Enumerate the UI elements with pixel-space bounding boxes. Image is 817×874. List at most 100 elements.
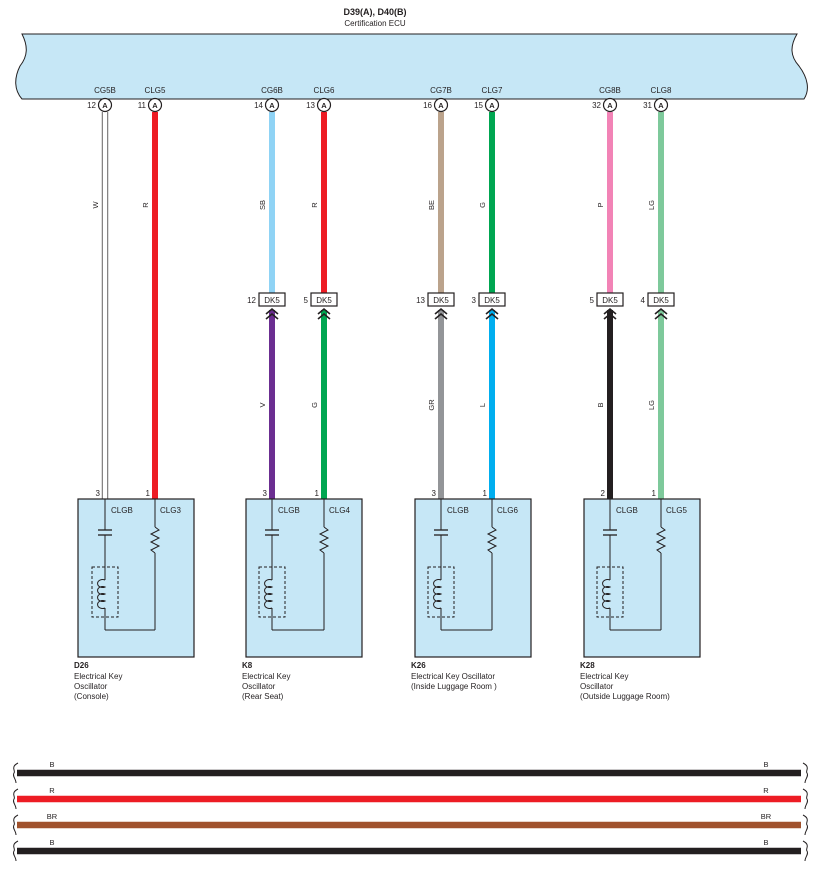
break-mark-left [12,814,19,836]
dk5-junction-box [478,292,506,307]
bus-wire-right-label: B [763,760,768,769]
oscillator-terminal-label: CLGB [447,506,469,515]
oscillator-box [583,498,701,658]
dk5-pin-number: 3 [472,296,477,305]
dk5-junction-label: DK5 [484,296,500,305]
circle-A-icon [602,97,618,113]
wire-cg7b-lower-color-label: GR [427,399,436,411]
oscillator-description-line: (Outside Luggage Room) [580,692,670,701]
oscillator-box [245,498,363,658]
oscillator-description-line: Oscillator [580,682,614,691]
ecu-terminal-label: CG7B [430,86,452,95]
oscillator-connector-code: K28 [580,661,595,670]
wire-clg6-upper-color-label: R [310,202,319,208]
ecu-terminal-label: CLG8 [651,86,672,95]
dk5-pin-number: 5 [590,296,595,305]
wire-cg8b-upper-color-label: P [596,202,605,207]
ecu-name: Certification ECU [344,19,406,28]
oscillator-description-line: Electrical Key [580,672,628,681]
dk5-pin-number: 5 [304,296,309,305]
oscillator-description-line: Electrical Key [74,672,122,681]
ecu-pin-number: 14 [254,101,263,110]
oscillator-terminal-label: CLG3 [160,506,181,515]
wire-cg8b-lower-color-label: B [596,402,605,407]
coil-icon [97,579,107,609]
connector-letter: A [102,101,108,110]
circle-A-icon [97,97,113,113]
dk5-junction-label: DK5 [602,296,618,305]
oscillator-connector-code: K26 [411,661,426,670]
bus-wire-right-label: B [763,838,768,847]
double-chevron-up-icon [317,307,331,320]
wire-clg8-lower-color-label: LG [647,400,656,410]
oscillator-pin-number: 1 [483,489,488,498]
ecu-pin-number: 16 [423,101,432,110]
double-chevron-up-icon [485,307,499,320]
double-chevron-up-icon [654,307,668,320]
resistor-icon [318,526,330,554]
connector-letter: A [152,101,158,110]
oscillator-terminal-label: CLGB [278,506,300,515]
double-chevron-up-icon [603,307,617,320]
oscillator-description-line: Electrical Key [242,672,290,681]
ecu-terminal-label: CG6B [261,86,283,95]
circle-A-icon [316,97,332,113]
oscillator-description-line: Oscillator [242,682,276,691]
oscillator-terminal-label: CLG6 [497,506,518,515]
break-mark-right [802,840,809,862]
oscillator-terminal-label: CLG5 [666,506,687,515]
dk5-junction-box [596,292,624,307]
coil-icon [433,579,443,609]
bus-wire-left-label: BR [47,812,58,821]
oscillator-connector-code: D26 [74,661,89,670]
connector-letter: A [269,101,275,110]
wire-clg8-upper-color-label: LG [647,200,656,210]
bus-wire-2: BR BR [12,812,809,836]
oscillator-pin-number: 3 [432,489,437,498]
oscillator-description-line: (Rear Seat) [242,692,284,701]
circle-A-icon [433,97,449,113]
circle-A-icon [484,97,500,113]
wire-cg5b-upper-color-label: W [91,201,100,209]
ecu-pin-number: 12 [87,101,96,110]
oscillator-description-line: (Console) [74,692,109,701]
oscillator-box [414,498,532,658]
resistor-icon [149,526,161,554]
oscillator-terminal-label: CLGB [111,506,133,515]
wire-cg6b-lower-color-label: V [258,402,267,407]
coil-icon [264,579,274,609]
oscillator-pin-number: 3 [263,489,268,498]
connector-letter: A [607,101,613,110]
dk5-junction-label: DK5 [433,296,449,305]
ecu-terminal-label: CLG6 [314,86,335,95]
bus-wire-right-label: BR [761,812,772,821]
oscillator-description-line: (Inside Luggage Room ) [411,682,497,691]
wire-cg7b-upper-color-label: BE [427,200,436,210]
connector-letter: A [489,101,495,110]
circle-A-icon [653,97,669,113]
coil-housing [427,566,455,618]
resistor-icon [486,526,498,554]
break-mark-left [12,762,19,784]
oscillator-pin-number: 3 [96,489,101,498]
double-chevron-up-icon [434,307,448,320]
wire-clg6-lower-color-label: G [310,402,319,408]
coil-icon [602,579,612,609]
oscillator-connector-code: K8 [242,661,253,670]
bus-wire-left-label: B [49,838,54,847]
coil-housing [258,566,286,618]
wire-clg7-lower-color-label: L [478,403,487,407]
ecu-terminal-label: CLG7 [482,86,503,95]
ecu-pin-number: 15 [474,101,483,110]
bus-wire-right-label: R [763,786,769,795]
dk5-pin-number: 4 [641,296,646,305]
circle-A-icon [264,97,280,113]
oscillator-description-line: Oscillator [74,682,108,691]
